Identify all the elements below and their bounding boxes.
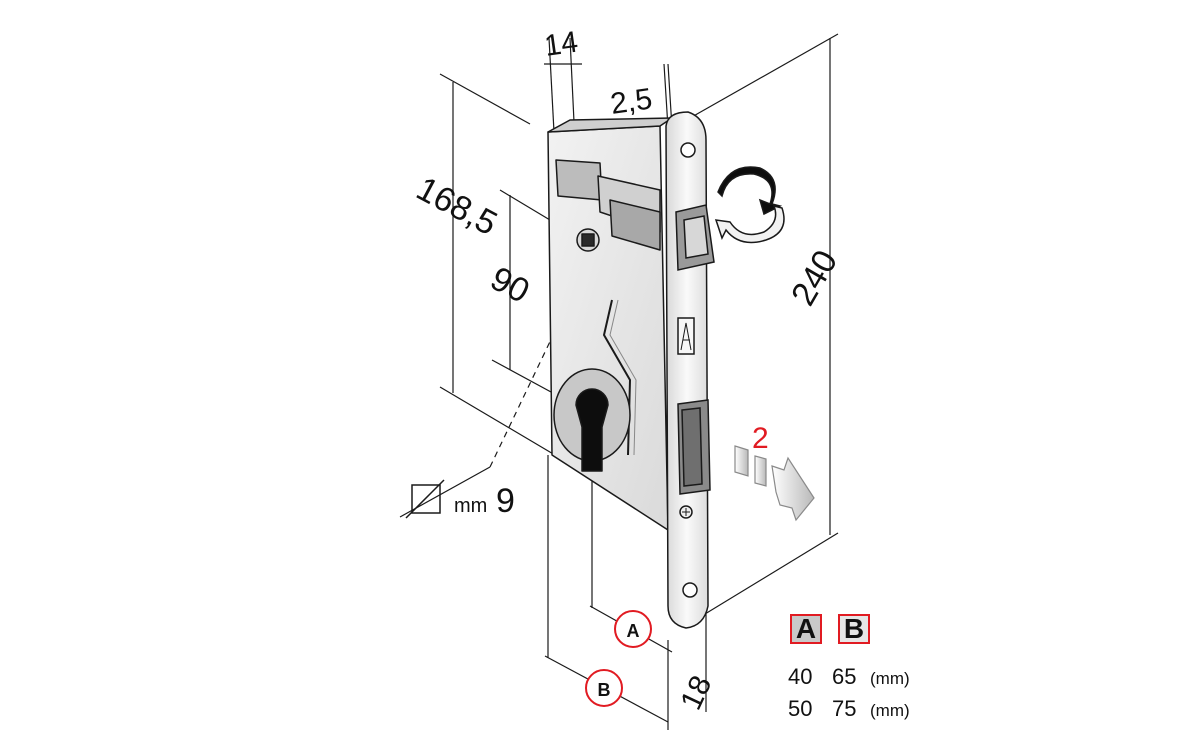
dim-label-14: 14 — [542, 26, 580, 63]
legend-header-a: A — [790, 613, 822, 644]
dim-label-18: 18 — [674, 671, 718, 715]
rotate-arrow-icon — [714, 166, 785, 244]
marker-b-label: B — [598, 680, 611, 700]
marker-a-label: A — [627, 621, 640, 641]
square-spindle-unit: mm — [454, 495, 487, 517]
legend-header-b: B — [838, 613, 870, 644]
dim-label-168-5: 168,5 — [410, 170, 503, 244]
dead-bolt — [677, 399, 711, 495]
dim-label-90: 90 — [484, 260, 535, 311]
legend-row: 50 75 (mm) — [788, 696, 910, 722]
latch-bolt — [675, 204, 715, 271]
legend-unit: (mm) — [870, 669, 910, 688]
push-direction-number: 2 — [752, 422, 769, 455]
legend-value-a: 50 — [788, 696, 813, 721]
legend-value-a: 40 — [788, 664, 813, 689]
legend-value-b: 65 — [832, 664, 857, 689]
faceplate — [665, 111, 709, 629]
legend-row: 40 65 (mm) — [788, 664, 910, 690]
lock-case — [547, 117, 673, 531]
dim-label-240: 240 — [784, 244, 845, 312]
marker-a: A — [614, 610, 652, 648]
dim-label-2-5: 2,5 — [608, 82, 654, 120]
marker-b: B — [585, 669, 623, 707]
legend-value-b: 75 — [832, 696, 857, 721]
square-spindle-icon — [405, 479, 445, 519]
square-spindle-size: 9 — [496, 482, 515, 520]
legend-unit: (mm) — [870, 701, 910, 720]
push-direction-arrow-icon — [734, 445, 815, 522]
